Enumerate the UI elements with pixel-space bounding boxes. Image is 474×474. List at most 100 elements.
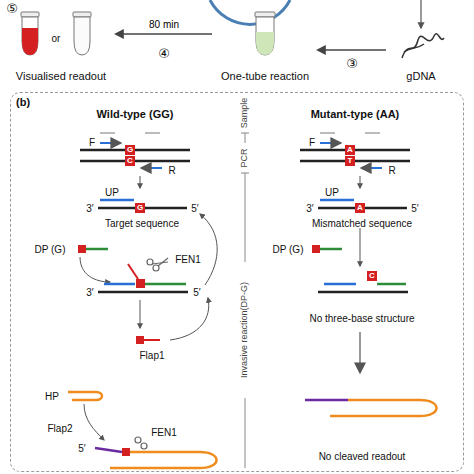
- hairpin-probe-icon: [68, 392, 104, 440]
- reaction-tube-node: One-tube reaction: [212, 12, 318, 82]
- annotation: F: [89, 137, 95, 148]
- annotation: Flap2: [47, 423, 72, 434]
- wild-invasive-structure: [145, 283, 186, 286]
- gdna-icon: [402, 34, 444, 58]
- mutant-no-structure: [367, 271, 377, 281]
- stage-label: Invasive reaction(DP-G): [240, 282, 250, 378]
- flap1-icon: [136, 336, 144, 344]
- annotation: 3′: [306, 203, 313, 214]
- gdna-node: gDNA: [386, 28, 456, 82]
- node-label: One-tube reaction: [221, 70, 309, 82]
- wild-readout-structure: [95, 437, 217, 468]
- annotation: No cleaved readout: [319, 451, 406, 462]
- tube-white: [73, 12, 91, 17]
- stage-axis: [241, 173, 249, 174]
- mutant-pcr: [320, 142, 340, 144]
- wild-invasive-structure: [104, 283, 135, 286]
- reaction-tube: [255, 12, 275, 17]
- step-number: ③: [346, 57, 358, 71]
- flap1-icon: [170, 298, 209, 340]
- base-letter: A: [357, 204, 363, 213]
- wild-invasive-structure: [128, 264, 138, 279]
- column-heading: Mutant-type (AA): [310, 108, 400, 120]
- reaction-tube: [255, 12, 275, 55]
- mutant-target: [320, 199, 354, 202]
- annotation: 5′: [191, 203, 198, 214]
- tube-red: [21, 12, 39, 17]
- annotation: HP: [45, 391, 59, 402]
- wild-probe-icon: [86, 248, 108, 251]
- wild-pcr: [100, 132, 115, 134]
- annotation: UP: [325, 187, 339, 198]
- mutant-probe-icon: [312, 228, 360, 266]
- wild-pcr: [80, 133, 190, 188]
- annotation: 5′: [193, 287, 200, 298]
- mutant-no-structure: [377, 283, 406, 286]
- wild-pcr: [142, 167, 162, 169]
- annotation: R: [388, 165, 395, 176]
- mutant-probe-icon: [320, 248, 342, 251]
- mutant-pcr: [345, 145, 355, 155]
- stage-axis: [241, 133, 249, 468]
- annotation: or: [52, 33, 61, 44]
- mutant-pcr: [320, 132, 335, 134]
- workflow-decoration: [210, 0, 290, 24]
- wild-probe-icon: [78, 245, 86, 253]
- node-label: gDNA: [406, 70, 435, 82]
- tube-white: [73, 12, 91, 55]
- wild-target: [100, 199, 134, 202]
- tube-red: [22, 28, 38, 55]
- wild-invasive-structure: [98, 291, 188, 294]
- mutant-target: [318, 200, 407, 213]
- annotation: DP (G): [35, 244, 66, 255]
- hairpin-probe-icon: [84, 404, 104, 440]
- mutant-uncleaved-hairpin: [305, 400, 437, 416]
- stage-label: Sample: [240, 98, 250, 129]
- mutant-pcr: [345, 156, 355, 166]
- step-number: ⑤: [6, 2, 18, 16]
- tube-red: [22, 17, 38, 55]
- wild-invasive-structure: [98, 214, 217, 328]
- stage-axis: [245, 173, 246, 262]
- mutant-pcr: [365, 132, 380, 134]
- wild-target: [98, 200, 187, 213]
- annotation: FEN1: [151, 427, 177, 438]
- annotation: 5′: [78, 443, 85, 454]
- annotation: UP: [105, 187, 119, 198]
- dashed-panel: (b): [10, 92, 464, 472]
- wild-probe-icon: [78, 245, 110, 282]
- annotation: R: [168, 165, 175, 176]
- base-letter: G: [127, 146, 133, 155]
- wild-invasive-structure: [200, 214, 217, 285]
- tube-white: [74, 17, 90, 55]
- wild-pcr: [100, 142, 120, 144]
- mutant-target: [355, 203, 365, 213]
- gdna-icon: [402, 34, 444, 58]
- mutant-no-structure: [318, 291, 408, 294]
- stage-axis: [245, 398, 246, 468]
- mutant-uncleaved-hairpin: [330, 400, 437, 416]
- wild-readout-structure: [110, 452, 217, 468]
- wild-invasive-structure: [136, 279, 145, 288]
- flap1-icon: [144, 339, 160, 341]
- annotation: DP (G): [273, 244, 304, 255]
- workflow-decoration: [420, 0, 421, 28]
- flap1-icon: [136, 298, 209, 344]
- step-number: ④: [158, 47, 170, 61]
- mutant-pcr: [360, 176, 361, 188]
- wild-readout-structure: [95, 448, 122, 452]
- wild-pcr: [145, 132, 160, 134]
- edge-label: 80 min: [147, 19, 181, 30]
- wild-target: [135, 203, 145, 213]
- annotation: F: [309, 137, 315, 148]
- mutant-no-structure: [324, 283, 356, 286]
- base-letter: G: [137, 204, 143, 213]
- annotation: FEN1: [175, 254, 201, 265]
- flow-arrow: [116, 33, 212, 34]
- stage-axis: [245, 133, 246, 143]
- reaction-tube: [256, 17, 274, 55]
- reaction-tube: [256, 32, 274, 55]
- mutant-probe-icon: [360, 228, 361, 266]
- wild-pcr: [140, 176, 141, 188]
- annotation: 3′: [86, 203, 93, 214]
